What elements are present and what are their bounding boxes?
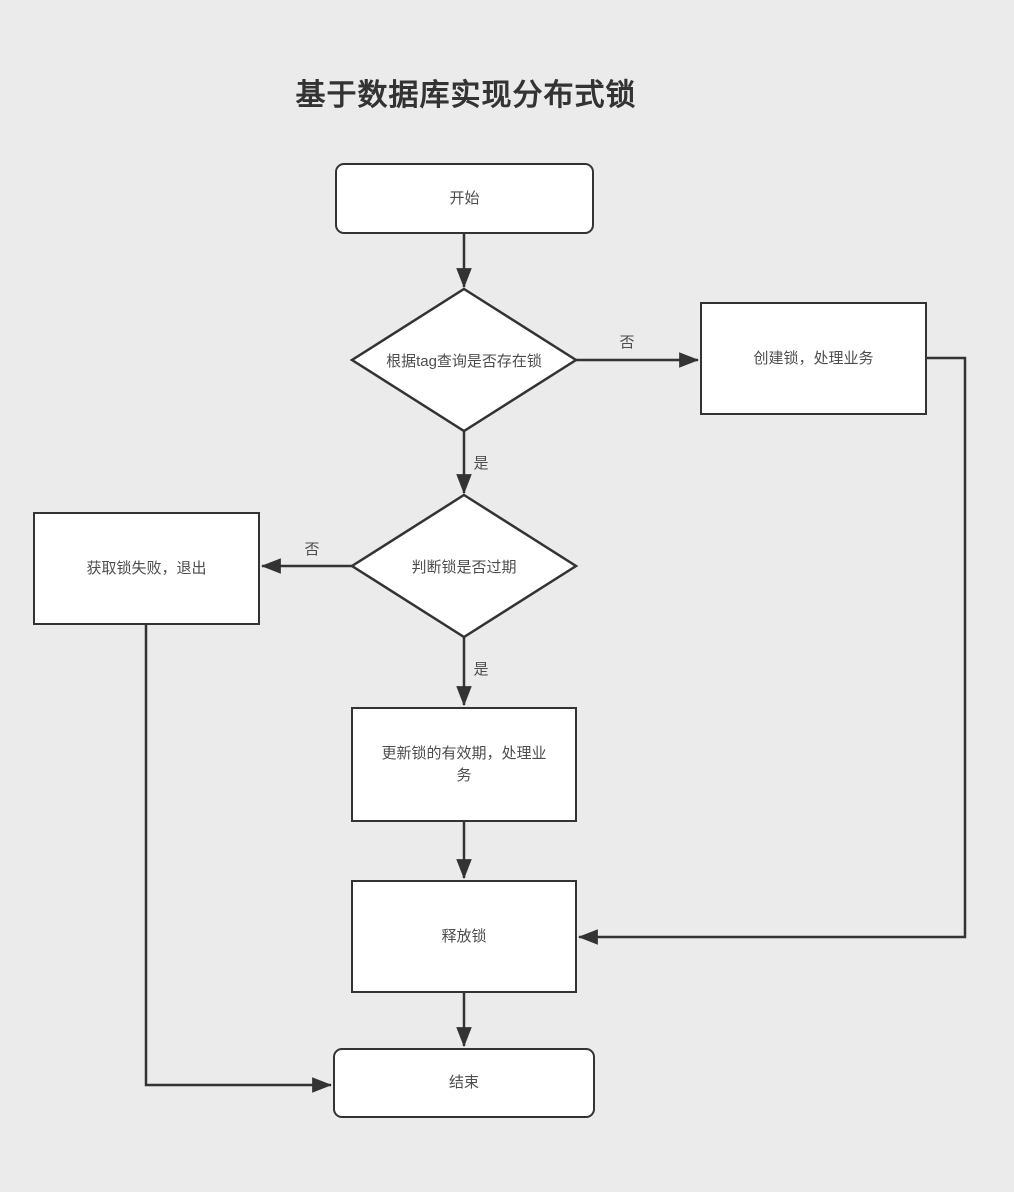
node-start-label: 开始 <box>449 189 480 207</box>
node-update-lock: 更新锁的有效期，处理业务 <box>351 707 577 822</box>
node-create-lock-label: 创建锁，处理业务 <box>753 349 874 367</box>
node-release-lock-label: 释放锁 <box>441 927 487 945</box>
node-start: 开始 <box>335 163 594 234</box>
decision-check-expired-shape <box>349 493 579 639</box>
node-create-lock: 创建锁，处理业务 <box>700 302 927 415</box>
node-update-lock-label: 更新锁的有效期，处理业务 <box>381 744 547 784</box>
decision-check-exists-shape <box>349 287 579 433</box>
edge-label-exists-yes: 是 <box>473 455 489 472</box>
edge-fail-to-end <box>144 625 333 1093</box>
node-acquire-fail: 获取锁失败，退出 <box>33 512 260 625</box>
node-end-label: 结束 <box>448 1074 479 1092</box>
edge-label-expired-yes: 是 <box>473 661 489 678</box>
diagram-title: 基于数据库实现分布式锁 <box>295 79 637 112</box>
node-acquire-fail-label: 获取锁失败，退出 <box>86 559 207 577</box>
edge-label-exists-no: 否 <box>619 334 635 351</box>
edge-create-to-release <box>577 356 967 945</box>
edge-label-expired-no: 否 <box>304 541 320 558</box>
node-end: 结束 <box>333 1048 595 1118</box>
node-release-lock: 释放锁 <box>351 880 577 993</box>
